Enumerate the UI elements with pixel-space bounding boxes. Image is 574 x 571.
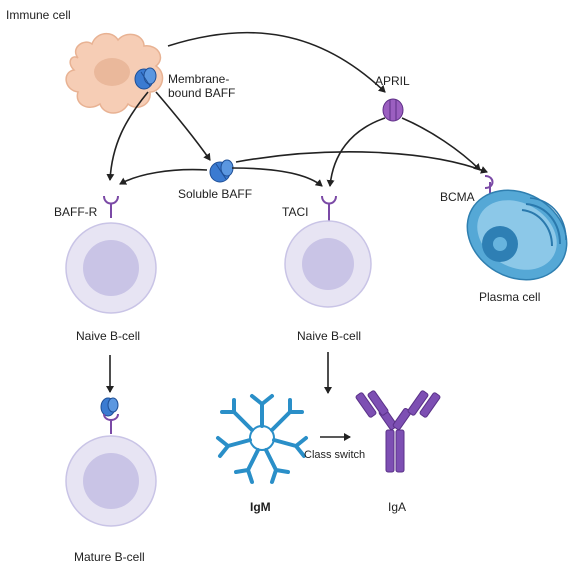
plasma-cell: [466, 189, 568, 281]
soluble-baff-label: Soluble BAFF: [178, 187, 253, 201]
arrow-soluble-to-taci: [231, 167, 323, 187]
taci-receptor: [321, 195, 337, 222]
plasma-cell-label: Plasma cell: [479, 290, 541, 304]
arrow-membrane-to-soluble: [155, 91, 211, 161]
iga-antibody: [355, 390, 441, 473]
arrows: [106, 31, 488, 441]
baff-r-receptor: [103, 195, 119, 218]
soluble-baff-protein: [209, 159, 234, 183]
arrow-april-to-taci: [326, 117, 386, 187]
arrow-soluble-to-baffr: [119, 168, 208, 185]
naive-b-cell-left-label: Naive B-cell: [76, 329, 141, 343]
naive-b-cell-right-label: Naive B-cell: [297, 329, 362, 343]
arrow-soluble-to-bcma: [235, 151, 488, 174]
immune-cell-label: Immune cell: [6, 8, 71, 22]
naive-b-cell-left: [65, 222, 157, 314]
arrow-april-to-bcma: [401, 117, 481, 171]
april-protein: [382, 98, 404, 122]
immune-cell: [65, 32, 164, 114]
baff-r-label: BAFF-R: [54, 205, 98, 219]
taci-label: TACI: [282, 205, 309, 219]
april-label: APRIL: [375, 74, 410, 88]
bcma-label: BCMA: [440, 190, 475, 204]
mature-b-cell-receptor: [103, 413, 119, 434]
membrane-baff-label: Membrane- bound BAFF: [168, 72, 236, 100]
igm-antibody: [216, 394, 308, 484]
arrow-membrane-to-baffr: [106, 91, 149, 181]
arrow-immune-to-april: [167, 31, 386, 93]
mature-b-cell-label: Mature B-cell: [74, 550, 145, 564]
class-switch-label: Class switch: [304, 449, 366, 461]
naive-b-cell-right: [284, 220, 372, 308]
immune-cell-nucleus: [94, 58, 130, 86]
bound-baff-protein: [100, 397, 119, 417]
bcma-receptor: [484, 175, 494, 194]
mature-b-cell: [65, 435, 157, 527]
iga-label: IgA: [388, 500, 407, 514]
membrane-baff-protein: [134, 67, 157, 90]
igm-label: IgM: [250, 500, 271, 514]
